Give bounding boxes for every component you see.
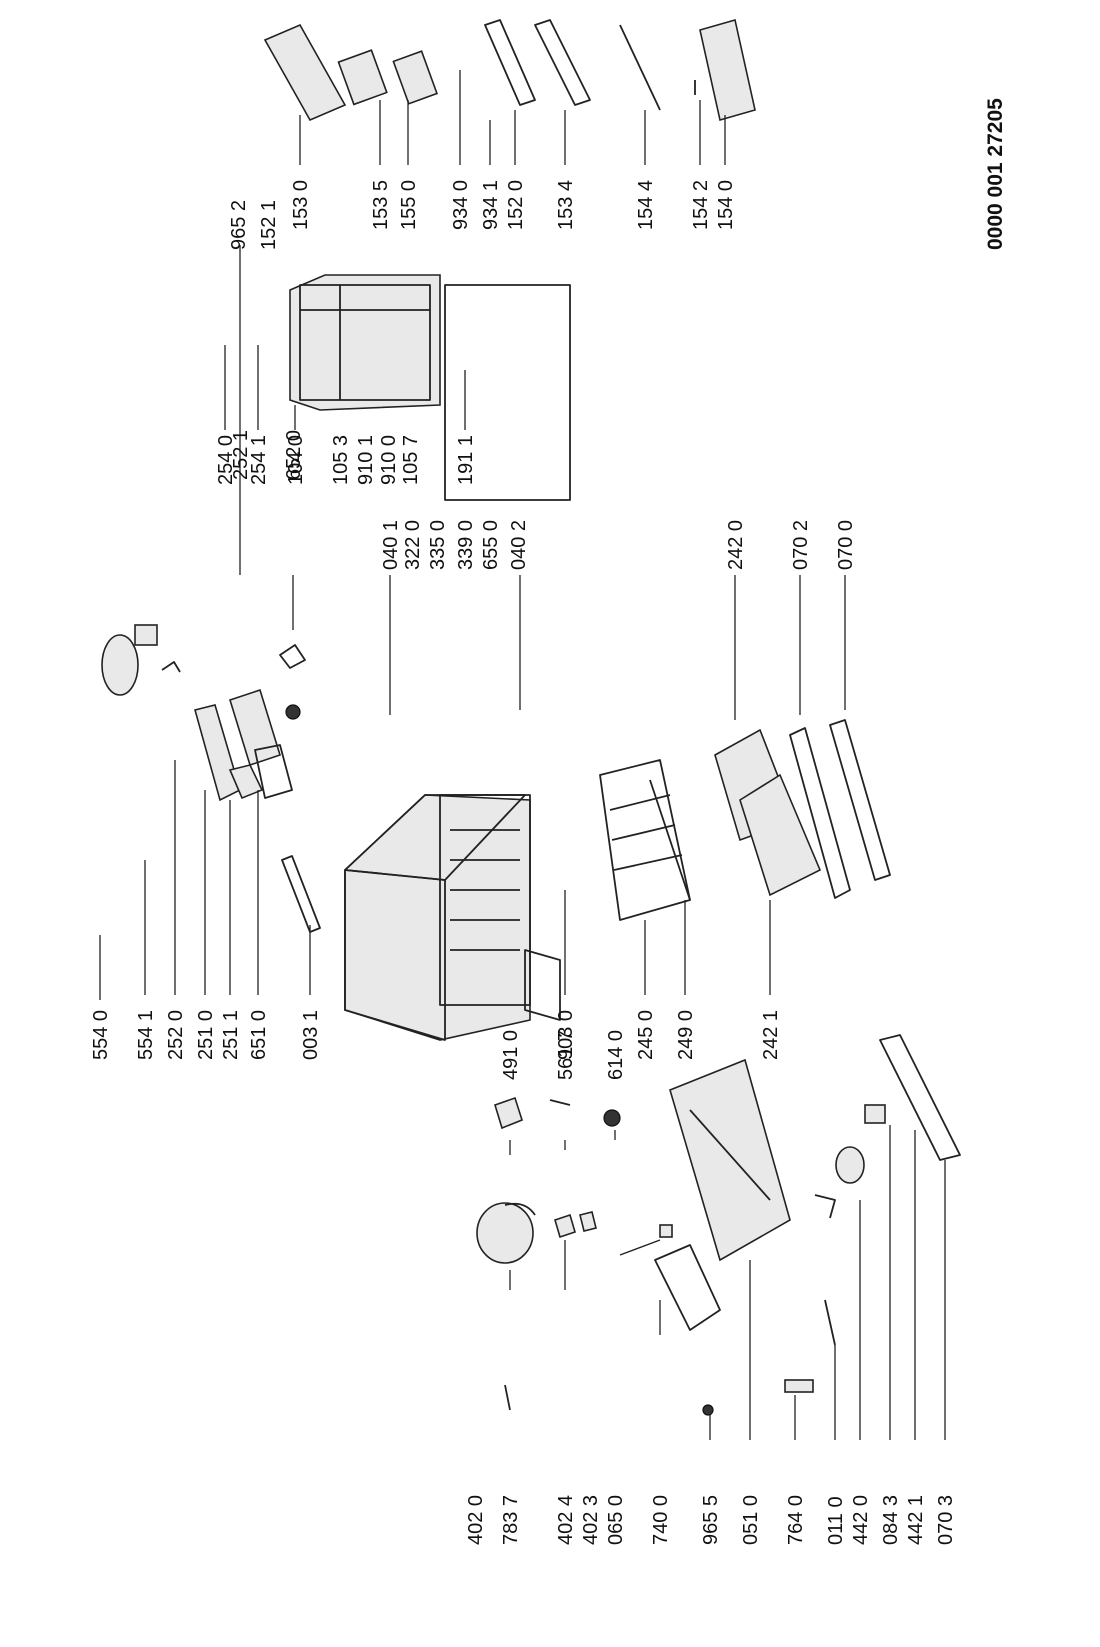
part-label-903-0: 903 0 bbox=[555, 1010, 577, 1060]
part-label-152-1: 152 1 bbox=[258, 200, 280, 250]
part-label-251-0: 251 0 bbox=[195, 1010, 217, 1060]
part-label-335-0: 335 0 bbox=[427, 520, 449, 570]
part-label-105-3: 105 3 bbox=[330, 435, 352, 485]
part-label-040-2: 040 2 bbox=[508, 520, 530, 570]
part-label-153-4: 153 4 bbox=[555, 180, 577, 230]
wire-shelf-drawing bbox=[599, 759, 691, 921]
part-label-051-0: 051 0 bbox=[740, 1495, 762, 1545]
part-label-764-0: 764 0 bbox=[785, 1495, 807, 1545]
part-label-251-1: 251 1 bbox=[220, 1010, 242, 1060]
part-label-040-1: 040 1 bbox=[380, 520, 402, 570]
part-label-402-3: 402 3 bbox=[580, 1495, 602, 1545]
part-label-070-3: 070 3 bbox=[935, 1495, 957, 1545]
part-label-153-0: 153 0 bbox=[290, 180, 312, 230]
part-label-740-0: 740 0 bbox=[650, 1495, 672, 1545]
rail-0702-drawing bbox=[789, 727, 851, 899]
part-label-249-0: 249 0 bbox=[675, 1010, 697, 1060]
part-label-153-5: 153 5 bbox=[370, 180, 392, 230]
part-label-011-0: 011 0 bbox=[825, 1496, 847, 1545]
part-label-652-0: 652 0 bbox=[283, 430, 305, 480]
freezer-parts-drawing bbox=[101, 624, 321, 933]
part-label-104-0: 104 0 bbox=[285, 435, 307, 485]
butter-box-1535 bbox=[337, 49, 388, 106]
rail-0700-drawing bbox=[829, 719, 891, 881]
crisper-lid-drawing bbox=[739, 773, 822, 897]
part-label-254-1: 254 1 bbox=[248, 435, 270, 485]
part-label-070-2: 070 2 bbox=[790, 520, 812, 570]
part-label-910-0: 910 0 bbox=[378, 435, 400, 485]
diagram-code: 0000 001 27205 bbox=[984, 98, 1007, 250]
part-label-554-1: 554 1 bbox=[135, 1010, 157, 1060]
part-label-402-4: 402 4 bbox=[555, 1495, 577, 1545]
machine-compartment-drawing bbox=[476, 1034, 961, 1416]
part-label-084-3: 084 3 bbox=[880, 1495, 902, 1545]
part-label-154-4: 154 4 bbox=[635, 180, 657, 230]
part-label-154-2: 154 2 bbox=[690, 180, 712, 230]
part-label-105-7: 105 7 bbox=[400, 435, 422, 485]
part-label-442-0: 442 0 bbox=[850, 1495, 872, 1545]
part-label-554-0: 554 0 bbox=[90, 1010, 112, 1060]
part-label-655-0: 655 0 bbox=[480, 520, 502, 570]
part-label-442-1: 442 1 bbox=[905, 1495, 927, 1545]
part-label-152-0: 152 0 bbox=[505, 180, 527, 230]
part-label-934-0: 934 0 bbox=[450, 180, 472, 230]
part-label-252-1: 252 1 bbox=[230, 430, 252, 480]
part-label-402-0: 402 0 bbox=[465, 1495, 487, 1545]
leader-lines bbox=[99, 70, 946, 1440]
part-label-322-0: 322 0 bbox=[402, 520, 424, 570]
part-label-154-0: 154 0 bbox=[715, 180, 737, 230]
part-label-614-0: 614 0 bbox=[605, 1030, 627, 1080]
part-label-561-7: 561 7 bbox=[555, 1030, 577, 1080]
door-rail-1534 bbox=[534, 19, 591, 106]
part-label-783-7: 783 7 bbox=[500, 1495, 522, 1545]
part-label-070-0: 070 0 bbox=[835, 520, 857, 570]
part-label-155-0: 155 0 bbox=[398, 180, 420, 230]
part-label-254-0: 254 0 bbox=[215, 435, 237, 485]
part-label-491-0: 491 0 bbox=[500, 1030, 522, 1080]
door-assembly bbox=[289, 274, 441, 411]
refrigerator-cabinet bbox=[344, 794, 561, 1041]
part-label-242-0: 242 0 bbox=[725, 520, 747, 570]
part-label-934-1: 934 1 bbox=[480, 180, 502, 230]
part-label-965-5: 965 5 bbox=[700, 1495, 722, 1545]
part-label-191-1: 191 1 bbox=[455, 435, 477, 485]
part-label-245-0: 245 0 bbox=[635, 1010, 657, 1060]
rod-1544 bbox=[619, 24, 661, 111]
egg-tray-1550 bbox=[392, 50, 438, 105]
part-label-065-0: 065 0 bbox=[605, 1495, 627, 1545]
part-label-252-0: 252 0 bbox=[165, 1010, 187, 1060]
part-label-003-1: 003 1 bbox=[300, 1010, 322, 1060]
part-label-965-2: 965 2 bbox=[228, 200, 250, 250]
door-bin-1530 bbox=[263, 23, 347, 122]
part-label-242-1: 242 1 bbox=[760, 1010, 782, 1060]
part-label-910-1: 910 1 bbox=[355, 435, 377, 485]
part-label-339-0: 339 0 bbox=[455, 520, 477, 570]
door-rail-1520 bbox=[484, 19, 536, 106]
door-bin-1540 bbox=[699, 18, 756, 122]
part-label-651-0: 651 0 bbox=[248, 1010, 270, 1060]
door-gasket-drawing bbox=[444, 284, 571, 501]
